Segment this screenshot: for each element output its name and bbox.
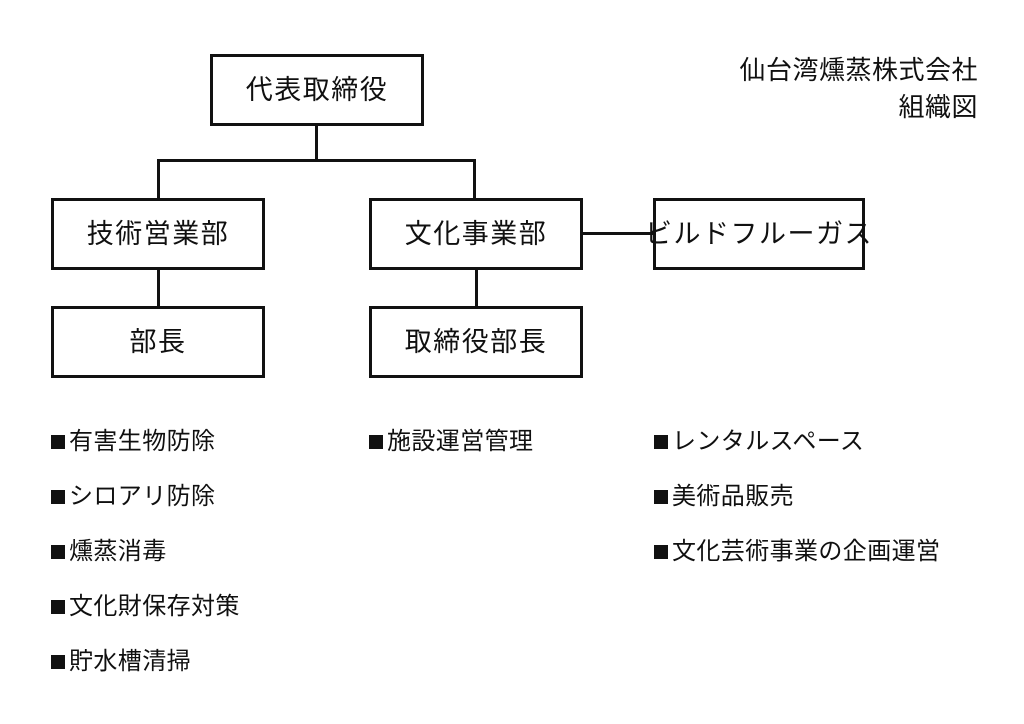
connector-culture-to-director-bucho	[475, 270, 478, 306]
square-bullet-icon	[51, 434, 65, 449]
service-list-tech-sales: 有害生物防除 シロアリ防除 燻蒸消毒 文化財保存対策 貯水槽清掃	[51, 414, 240, 689]
list-item-label: 貯水槽清掃	[69, 647, 191, 675]
square-bullet-icon	[51, 654, 65, 669]
square-bullet-icon	[51, 599, 65, 614]
list-item: 文化財保存対策	[51, 579, 240, 634]
node-label-build-fullgas: ビルドフルーガス	[645, 218, 873, 249]
service-list-culture: 施設運営管理	[369, 414, 533, 469]
node-box-tech-sales[interactable]: 技術営業部	[51, 198, 265, 270]
square-bullet-icon	[654, 544, 668, 559]
list-item-label: レンタルスペース	[672, 427, 865, 455]
node-label-buchou: 部長	[129, 326, 187, 357]
node-box-buchou[interactable]: 部長	[51, 306, 265, 378]
list-item-label: 文化財保存対策	[69, 592, 240, 620]
list-item-label: 燻蒸消毒	[69, 537, 167, 565]
connector-spine-to-tech-sales	[157, 159, 160, 198]
company-name: 仙台湾燻蒸株式会社	[739, 55, 978, 85]
node-box-director-bucho[interactable]: 取締役部長	[369, 306, 583, 378]
list-item: 美術品販売	[654, 469, 940, 524]
connector-horizontal-spine	[157, 159, 476, 162]
square-bullet-icon	[369, 434, 383, 449]
chart-subtitle: 組織図	[898, 91, 978, 122]
list-item: 有害生物防除	[51, 414, 240, 469]
list-item: 貯水槽清掃	[51, 634, 240, 689]
node-box-ceo[interactable]: 代表取締役	[210, 54, 424, 126]
square-bullet-icon	[654, 434, 668, 449]
list-item: 施設運営管理	[369, 414, 533, 469]
list-item: 文化芸術事業の企画運営	[654, 524, 940, 579]
list-item-label: 文化芸術事業の企画運営	[672, 537, 941, 565]
node-box-culture[interactable]: 文化事業部	[369, 198, 583, 270]
list-item: レンタルスペース	[654, 414, 940, 469]
connector-ceo-stem	[315, 126, 318, 162]
list-item: シロアリ防除	[51, 469, 240, 524]
node-label-culture: 文化事業部	[404, 218, 548, 249]
square-bullet-icon	[51, 544, 65, 559]
service-list-build-fullgas: レンタルスペース 美術品販売 文化芸術事業の企画運営	[654, 414, 940, 579]
square-bullet-icon	[654, 489, 668, 504]
node-box-build-fullgas[interactable]: ビルドフルーガス	[645, 198, 872, 270]
square-bullet-icon	[51, 489, 65, 504]
list-item: 燻蒸消毒	[51, 524, 240, 579]
list-item-label: 美術品販売	[672, 482, 794, 510]
connector-culture-to-build-fullgas	[583, 232, 653, 235]
list-item-label: 有害生物防除	[69, 427, 216, 455]
node-label-ceo: 代表取締役	[245, 74, 389, 105]
list-item-label: 施設運営管理	[387, 427, 534, 455]
connector-spine-to-culture	[473, 159, 476, 198]
node-label-tech-sales: 技術営業部	[86, 218, 230, 249]
list-item-label: シロアリ防除	[69, 482, 216, 510]
connector-tech-sales-to-buchou	[157, 270, 160, 306]
node-label-director-bucho: 取締役部長	[404, 326, 548, 357]
document-title: 仙台湾燻蒸株式会社 組織図	[739, 52, 978, 126]
